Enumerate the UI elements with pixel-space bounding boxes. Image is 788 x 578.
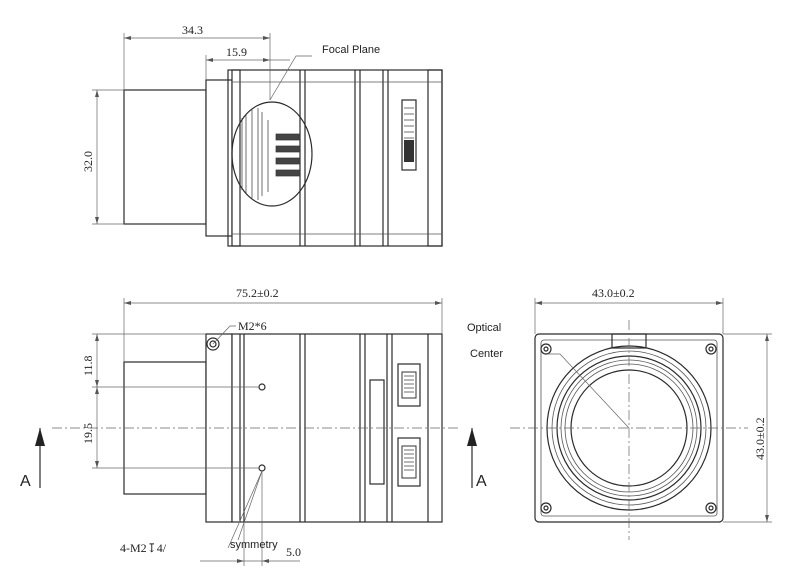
dim-19-5: 19.5 — [81, 423, 95, 444]
corner-hole-tr — [705, 343, 717, 355]
corner-hole-br — [705, 502, 717, 514]
center-label: Center — [470, 348, 503, 360]
dim-front-width: 43.0±0.2 — [592, 286, 635, 300]
dim-32-0: 32.0 — [81, 151, 95, 172]
m2-screw-hole — [206, 337, 220, 351]
dim-11-8: 11.8 — [81, 355, 95, 376]
dim-15-9: 15.9 — [226, 45, 247, 59]
dim-5-0: 5.0 — [286, 545, 301, 559]
front-view: Optical Center 43.0±0.2 43.0±0.2 — [467, 286, 772, 540]
side-view: 75.2±0.2 M2*6 11.8 19.5 5.0 4-M2↧4/ symm… — [20, 286, 487, 566]
thread-spec-label: 4-M2↧4/ — [120, 541, 167, 555]
corner-hole-tl — [540, 343, 552, 355]
connector-bottom — [397, 437, 421, 487]
section-a-right: A — [476, 473, 487, 490]
top-view: 34.3 15.9 Focal Plane 32.0 — [81, 23, 443, 247]
top-lens-tube — [123, 89, 207, 225]
dim-front-height: 43.0±0.2 — [753, 417, 767, 460]
optical-label: Optical — [467, 322, 501, 334]
symmetry-label: symmetry — [230, 539, 278, 551]
corner-hole-bl — [540, 502, 552, 514]
connector-top — [397, 363, 421, 407]
dim-75-2: 75.2±0.2 — [236, 286, 279, 300]
dim-34-3: 34.3 — [182, 23, 203, 37]
focal-plane-label: Focal Plane — [322, 44, 380, 56]
cutaway-detail — [231, 101, 313, 207]
m2x6-label: M2*6 — [238, 319, 267, 333]
section-a-left: A — [20, 473, 31, 490]
